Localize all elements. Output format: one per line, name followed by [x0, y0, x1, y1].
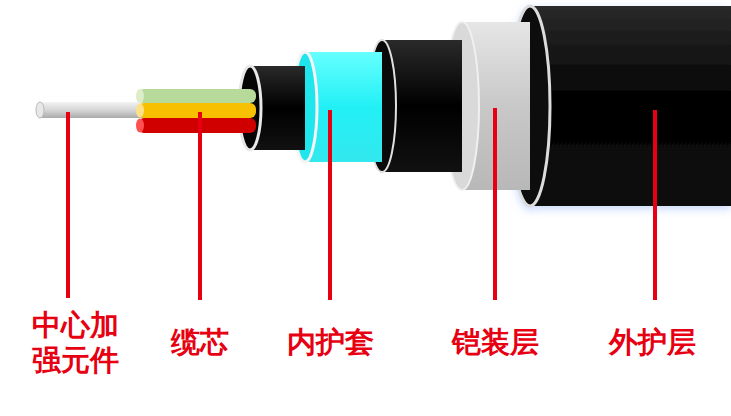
black-jacket [368, 40, 462, 172]
part-label: 中心加强元件 [32, 308, 120, 378]
cable-core-fibers [136, 89, 256, 133]
leader-line [653, 110, 657, 300]
leader-lines [68, 108, 655, 300]
part-label: 外护层 [609, 325, 696, 360]
inner-sheath [293, 52, 382, 162]
leader-line [493, 108, 497, 300]
leader-line [198, 112, 202, 300]
part-label: 铠装层 [452, 325, 539, 360]
leader-line [66, 112, 70, 298]
part-label: 内护套 [287, 325, 374, 360]
part-label: 缆芯 [171, 325, 229, 360]
leader-line [328, 110, 332, 300]
outer-sheath [510, 6, 731, 206]
central-rod [36, 102, 150, 118]
